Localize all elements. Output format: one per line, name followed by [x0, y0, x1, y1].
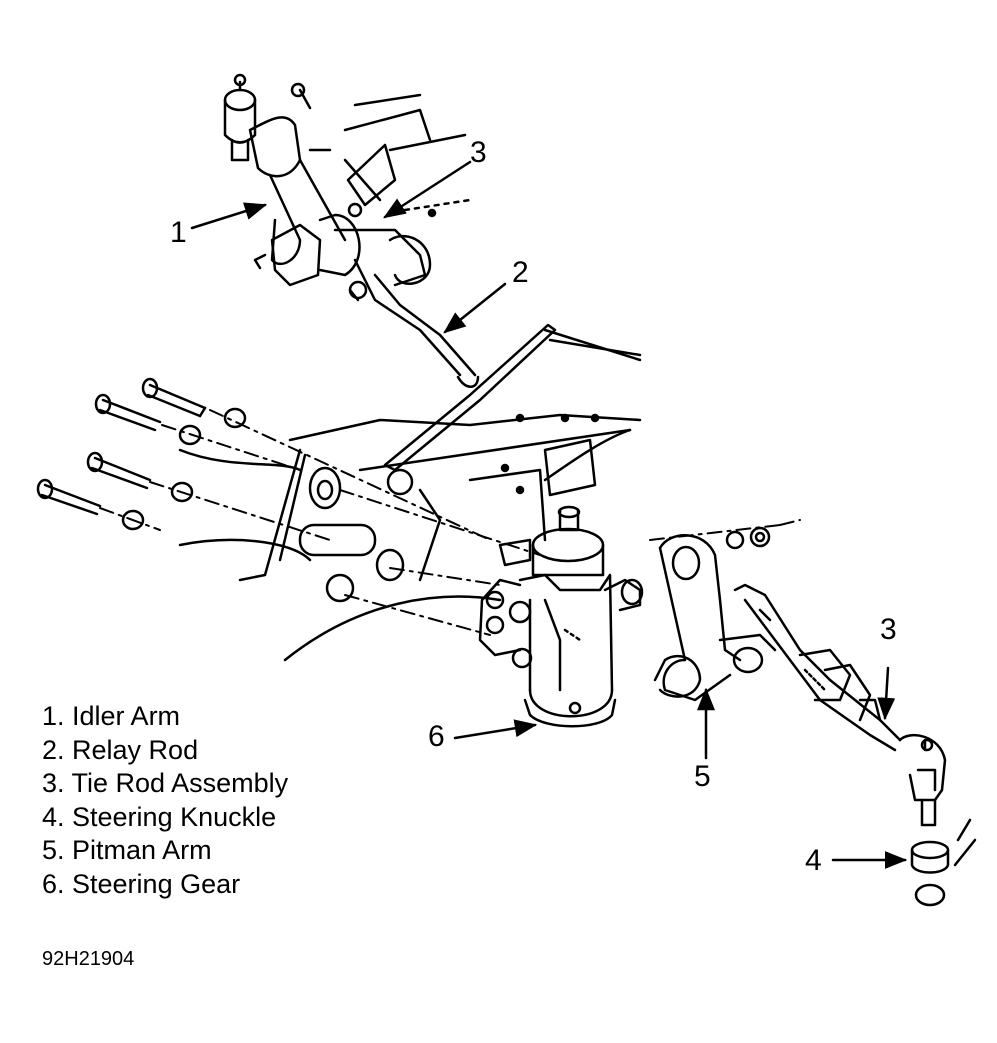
idler-mount-bolt: [343, 143, 437, 218]
steering-knuckle: [910, 818, 977, 907]
legend-item-relay-rod: 2. Relay Rod: [42, 734, 199, 765]
frame-bracket: [238, 323, 557, 582]
callout-1-idler-arm: 1: [170, 216, 187, 249]
nut-1: [223, 407, 247, 429]
callout-4-steering-knuckle: 4: [805, 844, 822, 877]
legend-item-tie-rod-assembly: 3. Tie Rod Assembly: [42, 768, 289, 798]
steering-gear: [478, 505, 644, 728]
idler-arm: [223, 73, 361, 287]
figure-id: 92H21904: [42, 948, 135, 970]
legend-item-idler-arm: 1. Idler Arm: [42, 701, 181, 731]
pitman-arm: [653, 526, 777, 702]
callout-3-tie-rod-top: 3: [470, 136, 487, 169]
gear-mounting-bolts: [36, 377, 801, 636]
bolt-3: [86, 451, 152, 490]
legend-item-pitman-arm: 5. Pitman Arm: [42, 835, 212, 865]
nut-4: [121, 509, 145, 531]
callout-6-steering-gear: 6: [428, 720, 445, 753]
frame-lines: [178, 93, 642, 662]
callout-5-pitman-arm: 5: [694, 760, 711, 793]
bolt-1: [141, 377, 207, 418]
tie-rod-assembly: [733, 583, 947, 827]
nut-3: [170, 481, 194, 503]
callout-3-tie-rod-right: 3: [880, 613, 897, 646]
relay-rod: [333, 228, 480, 388]
frame-holes: [308, 466, 414, 603]
leader-arrows: [190, 160, 908, 869]
bolt-2: [94, 393, 162, 432]
legend-item-steering-gear: 6. Steering Gear: [42, 868, 241, 899]
callout-2-relay-rod: 2: [512, 256, 529, 289]
bolt-4: [36, 478, 102, 516]
nut-2: [178, 424, 202, 446]
parts-legend: 1. Idler Arm 2. Relay Rod 3. Tie Rod Ass…: [42, 700, 288, 901]
legend-item-steering-knuckle: 4. Steering Knuckle: [42, 801, 277, 832]
